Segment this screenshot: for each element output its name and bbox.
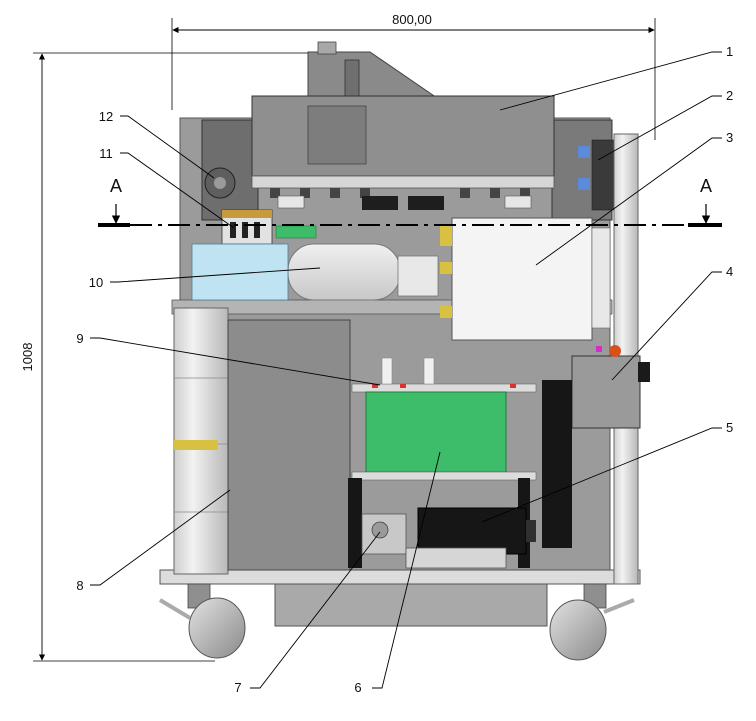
callout-labels: 1 2 3 4 5 6 7 8 9 10 11 12: [76, 44, 733, 695]
component-8-cylinder: [173, 307, 229, 575]
component-6-pump-head: [405, 547, 507, 569]
control-pcb: [191, 243, 289, 301]
component-7-fitting: [361, 513, 407, 555]
callout-11: 11: [99, 146, 113, 161]
callout-12: 12: [99, 109, 113, 124]
callout-4: 4: [726, 264, 733, 279]
component-5-motor: [417, 507, 536, 555]
component-4-bracket: [571, 345, 650, 429]
cable-trunk-right: [542, 380, 572, 548]
callout-2: 2: [726, 88, 733, 103]
callout-10: 10: [89, 275, 103, 290]
section-line-aa: A A: [98, 176, 722, 227]
left-wheel: [158, 583, 246, 659]
callout-7: 7: [234, 680, 241, 695]
component-11-terminal-block: [221, 209, 273, 245]
width-dimension: 800,00: [171, 12, 656, 140]
right-wheel: [549, 583, 635, 661]
component-3-enclosure: [440, 217, 611, 341]
callout-3: 3: [726, 130, 733, 145]
component-2-connectors: [578, 139, 615, 211]
height-dimension: 1008: [20, 52, 320, 662]
leader-lines: [90, 51, 722, 689]
section-label-right: A: [700, 176, 712, 196]
width-label: 800,00: [392, 12, 432, 27]
callout-1: 1: [726, 44, 733, 59]
callout-8: 8: [76, 578, 83, 593]
section-label-left: A: [110, 176, 122, 196]
component-12-fan: [204, 167, 236, 199]
callout-9: 9: [76, 331, 83, 346]
height-label: 1008: [20, 343, 35, 372]
callout-6: 6: [354, 680, 361, 695]
side-panel: [227, 319, 351, 571]
component-9-green-board: [351, 357, 537, 481]
callout-5: 5: [726, 420, 733, 435]
